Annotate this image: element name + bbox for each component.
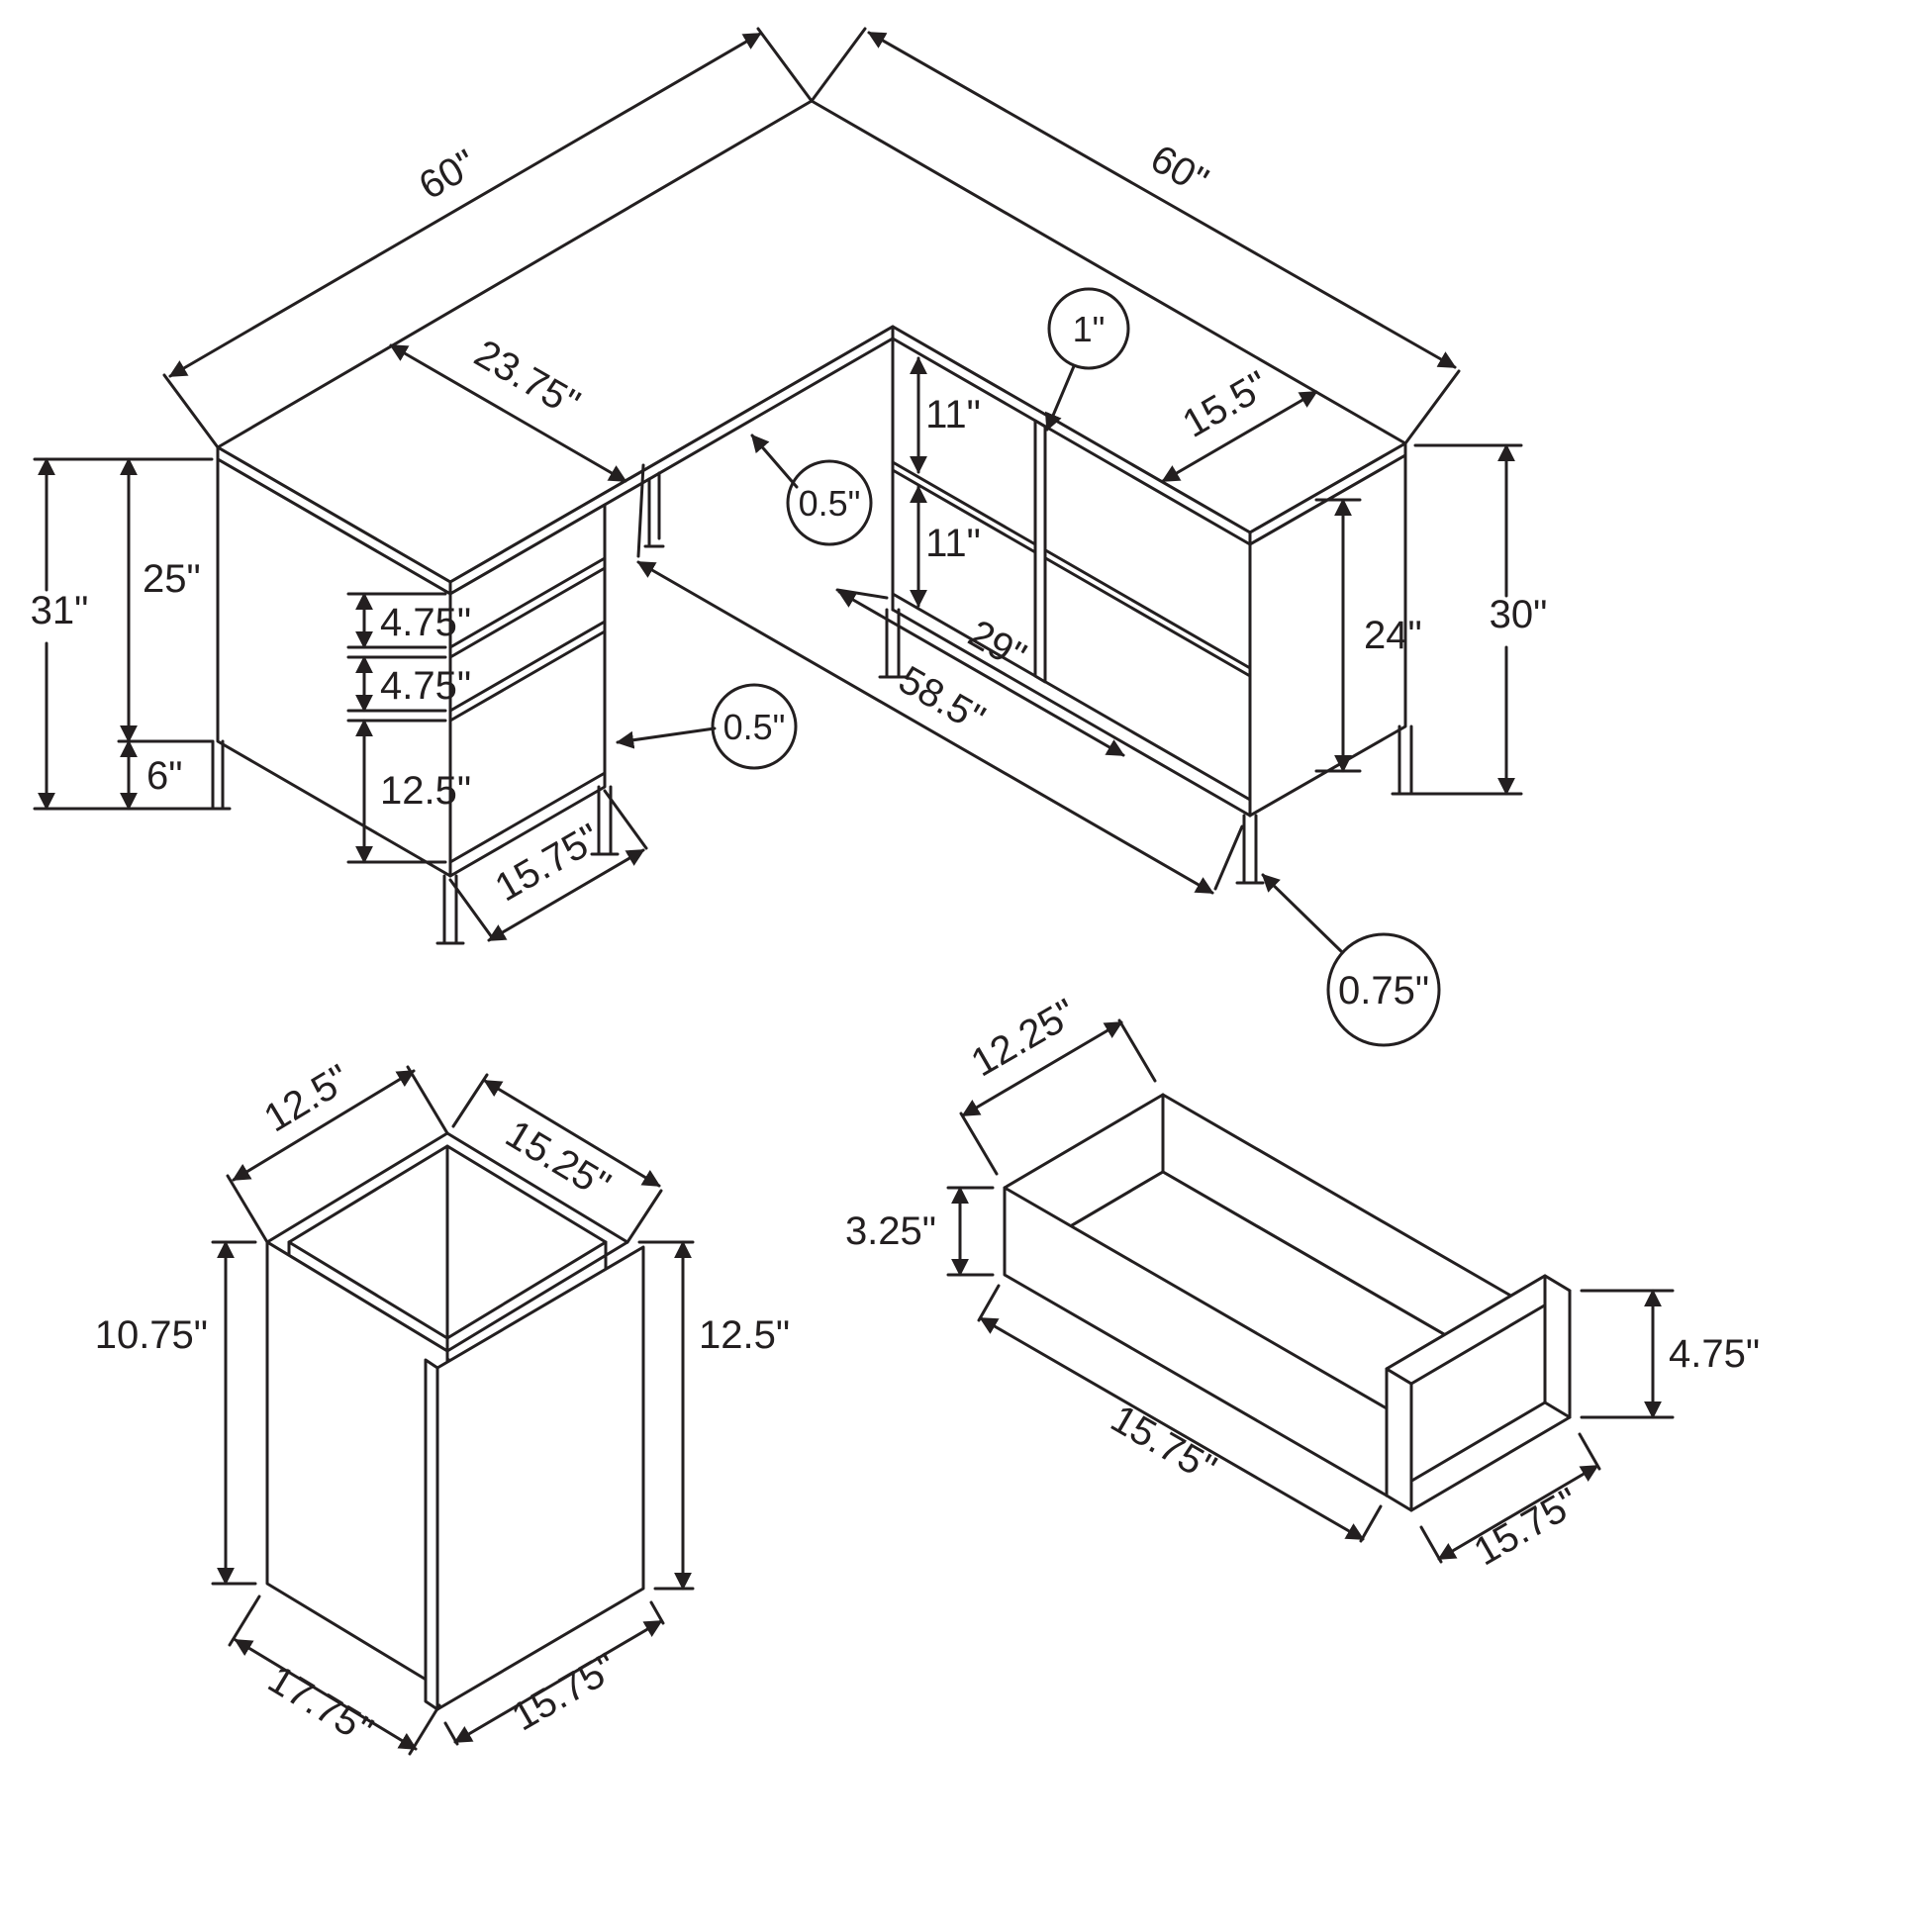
dim-bookcase-height: 24" (1314, 498, 1422, 773)
dim-drawer-front-height: 4.75" (1580, 1289, 1760, 1419)
callout-leg-thickness: 0.75" (1261, 873, 1441, 1047)
dimension-line (453, 1619, 663, 1744)
extension-lines (946, 1186, 995, 1277)
extension-lines (637, 1240, 695, 1591)
dim-label-60-right: 60" (1143, 137, 1215, 203)
dim-label-4-75: 4.75" (1669, 1332, 1760, 1376)
dim-box-inner-height: 10.75" (95, 1240, 257, 1586)
dim-drawer-side-height: 3.25" (845, 1186, 995, 1277)
dim-label-60-left: 60" (412, 142, 484, 208)
dimension-line (487, 848, 645, 942)
leader-line (750, 434, 799, 489)
dim-label-12-5: 12.5" (380, 769, 471, 813)
dimension-line (483, 1079, 661, 1188)
dim-label-15-75-width: 15.75" (1467, 1480, 1587, 1574)
desk-isometric-view: 60" 60" 23.75" 15.5" 11" 11" (31, 27, 1548, 1047)
dim-bottom-drawer-height: 12.5" (346, 719, 471, 864)
dim-label-4-75-top: 4.75" (380, 601, 471, 644)
drawer-divider-lines (448, 556, 607, 864)
pedestal-drawer-fronts (448, 503, 607, 878)
dimension-line (837, 590, 1125, 757)
dimension-line (168, 32, 762, 378)
dim-label-12-5-side: 12.5" (699, 1313, 790, 1357)
extension-lines (162, 27, 814, 449)
dimension-line (1437, 1464, 1599, 1561)
corner-support-leg (643, 471, 665, 548)
callout-circle (1047, 287, 1130, 370)
dimension-line (979, 1316, 1365, 1541)
drawer-front-panel-edge (424, 1358, 439, 1711)
dim-label-3-25: 3.25" (845, 1209, 936, 1253)
dimension-line (234, 1638, 418, 1751)
dim-box-top-width: 15.25" (451, 1073, 663, 1244)
dim-label-0-5-top: 0.5" (799, 483, 861, 524)
dim-label-31: 31" (31, 589, 89, 632)
dim-box-front-height: 12.5" (637, 1240, 790, 1591)
dim-label-25: 25" (143, 557, 201, 601)
dim-label-1: 1" (1073, 309, 1106, 349)
dim-label-4-75-mid: 4.75" (380, 664, 471, 708)
drawer-front-panel (435, 1245, 645, 1711)
callout-divider-thickness: 1" (1045, 287, 1130, 432)
drawer-box-view: 12.5" 15.25" 10.75" 12.5" 17.75" 15.75" (95, 1056, 790, 1756)
dim-label-0-75: 0.75" (1338, 969, 1429, 1013)
dim-overall-height-right: 30" (1413, 443, 1548, 796)
drawer-front-right-cap (1543, 1274, 1572, 1419)
dim-label-11-lower: 11" (925, 522, 981, 565)
dim-top-drawer-height: 4.75" (346, 592, 471, 649)
leader-line (616, 726, 717, 749)
dim-label-0-5-bottom: 0.5" (723, 707, 786, 747)
shelf-divider-panel (1033, 419, 1047, 684)
extension-lines (636, 463, 1244, 891)
dim-label-30: 30" (1490, 593, 1548, 636)
drawer-pedestal (204, 457, 665, 945)
dimension-line (961, 1020, 1123, 1117)
extension-lines (451, 1073, 663, 1244)
dim-upper-shelf-gap: 11" (910, 356, 981, 474)
dim-label-12-5-top: 12.5" (257, 1056, 358, 1140)
box-left-front-face (265, 1240, 449, 1694)
dim-label-15-75-depth: 15.75" (1104, 1397, 1223, 1491)
dim-cabinet-height: 25" (33, 457, 214, 743)
dimension-line (1161, 390, 1318, 483)
drawer-view: 12.25" 3.25" 4.75" 15.75" 15.75" (845, 991, 1760, 1574)
extension-lines (959, 1018, 1157, 1176)
dim-middle-drawer-height: 4.75" (346, 655, 471, 713)
leader-line (1261, 873, 1344, 954)
dim-label-6: 6" (146, 754, 182, 798)
dim-label-17-75: 17.75" (260, 1658, 380, 1754)
leader-line (1045, 364, 1076, 432)
dim-label-11-upper: 11" (925, 393, 981, 436)
callout-surface-thickness: 0.5" (750, 434, 873, 546)
dimension-line (232, 1069, 416, 1182)
callout-circle (1326, 932, 1441, 1047)
dim-shelf-span: 29" (835, 588, 1125, 757)
dim-label-10-75: 10.75" (95, 1313, 208, 1357)
callout-drawer-face-thickness: 0.5" (616, 683, 798, 770)
dim-label-24: 24" (1364, 614, 1422, 657)
dimension-line (867, 31, 1457, 369)
shelf-unit-right-panel (1248, 453, 1407, 818)
dimension-line (389, 343, 627, 483)
dim-label-12-25: 12.25" (964, 991, 1084, 1085)
extension-lines (211, 1240, 257, 1586)
dim-lower-shelf-gap: 11" (910, 485, 981, 608)
extension-lines (1580, 1289, 1675, 1419)
callout-circle (786, 459, 873, 546)
extension-lines (810, 27, 1461, 445)
dim-leg-height: 6" (120, 739, 182, 811)
drawer-front-near-cap (1385, 1367, 1413, 1512)
